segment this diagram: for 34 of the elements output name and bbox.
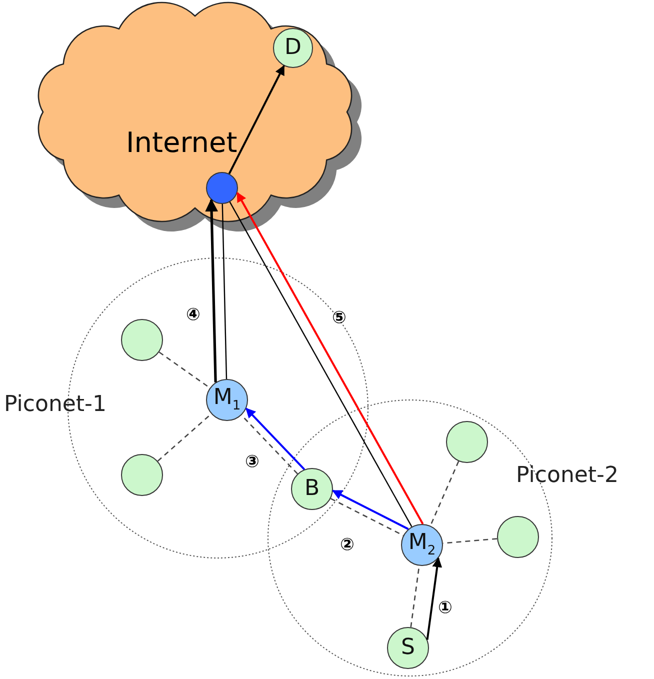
arrow [228, 64, 285, 174]
cloud-label: Internet [126, 126, 238, 159]
link-line [157, 413, 212, 462]
node-circle [121, 319, 163, 361]
step-number: ② [340, 535, 354, 555]
link-line [330, 498, 404, 536]
link-line [430, 460, 460, 526]
node-circle [206, 379, 248, 421]
node-circle [291, 468, 333, 510]
node-label: M$_{2}$ [408, 532, 436, 558]
step-number: ③ [245, 452, 260, 472]
node-circle [387, 627, 429, 669]
node-circle [401, 524, 443, 566]
piconet-label: Piconet-2 [516, 463, 618, 488]
link-line [410, 566, 420, 628]
node-label: S [401, 637, 415, 659]
node-label: M$_{1}$ [213, 387, 241, 413]
arrow [245, 408, 306, 470]
node-circle [497, 516, 539, 558]
link-line [241, 414, 298, 474]
link-line [158, 352, 210, 388]
node-circle [121, 454, 163, 496]
step-number: ① [438, 598, 452, 618]
arrow [205, 198, 218, 382]
arrow [332, 490, 409, 530]
node-label: D [284, 37, 302, 59]
node-label: B [304, 478, 320, 500]
piconet-label: Piconet-1 [4, 392, 106, 417]
link-line [442, 538, 498, 544]
step-number: ④ [186, 305, 200, 325]
step-number: ⑤ [332, 308, 346, 328]
node-circle [446, 421, 488, 463]
arrow [426, 557, 442, 640]
link-line [222, 204, 228, 380]
